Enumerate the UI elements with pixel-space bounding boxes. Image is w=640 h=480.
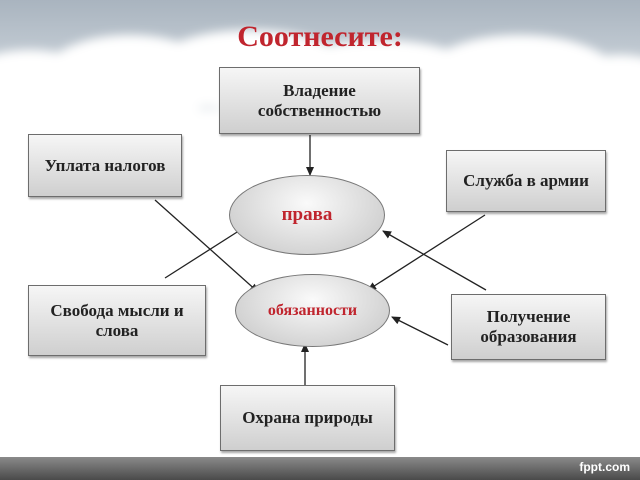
box-education[interactable]: Получение образования (451, 294, 606, 360)
box-army-label: Служба в армии (463, 171, 589, 190)
box-ownership-label: Владение собственностью (257, 80, 382, 120)
box-army[interactable]: Служба в армии (446, 150, 606, 212)
arrow-education-to-duties (391, 316, 449, 346)
box-freedom-label: Свобода мысли и слова (50, 300, 184, 340)
arrow-freedom-to-rights (164, 226, 246, 279)
box-nature[interactable]: Охрана природы (220, 385, 395, 451)
arrow-army-to-duties (367, 214, 486, 291)
footer-bar: fppt.com (0, 457, 640, 480)
box-freedom[interactable]: Свобода мысли и слова (28, 285, 206, 356)
arrow-education-to-rights (382, 230, 487, 291)
box-taxes-label: Уплата налогов (44, 155, 166, 175)
node-rights[interactable]: права (229, 175, 385, 255)
box-nature-label: Охрана природы (242, 408, 373, 427)
node-duties[interactable]: обязанности (235, 274, 390, 347)
box-education-label: Получение образования (480, 307, 577, 346)
arrow-taxes-to-duties (154, 199, 259, 293)
box-ownership[interactable]: Владение собственностью (219, 67, 420, 134)
node-duties-label: обязанности (267, 301, 358, 319)
box-taxes[interactable]: Уплата налогов (28, 134, 182, 197)
page-title: Соотнесите: (237, 20, 403, 53)
footer-logo: fppt.com (579, 460, 630, 474)
node-rights-label: права (281, 204, 333, 225)
